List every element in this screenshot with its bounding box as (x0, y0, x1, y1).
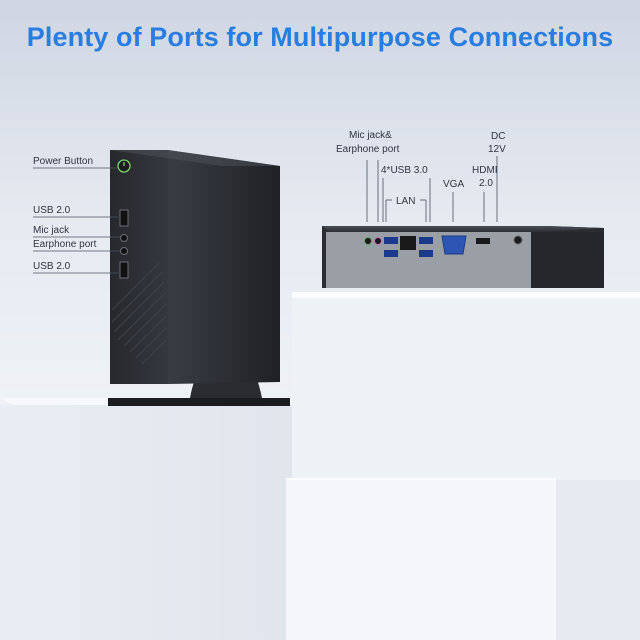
usb-port-icon (419, 237, 433, 244)
label-mic-jack-rear: Mic jack& (349, 130, 392, 141)
dc-jack-icon (513, 235, 523, 245)
label-usb3: 4*USB 3.0 (381, 165, 428, 176)
label-usb-top: USB 2.0 (33, 205, 71, 216)
usb-port-icon (384, 250, 398, 257)
label-usb-bottom: USB 2.0 (33, 261, 71, 272)
rear-annotation-lines (366, 156, 498, 222)
page-title: Plenty of Ports for Multipurpose Connect… (26, 22, 614, 52)
audio-jack-icon (120, 247, 128, 255)
lan-port-icon (400, 236, 416, 250)
label-power-button: Power Button (33, 156, 94, 167)
label-dc: DC (491, 131, 506, 142)
tower-pc (108, 150, 290, 406)
label-vga: VGA (443, 179, 465, 190)
usb-port-icon (384, 237, 398, 244)
usb-port-icon (419, 250, 433, 257)
left-annotation-lines (33, 167, 120, 274)
audio-jack-icon (364, 237, 372, 245)
power-icon (117, 159, 131, 173)
rear-pc (322, 226, 604, 288)
audio-jack-icon (374, 237, 382, 245)
usb-port-icon (119, 261, 129, 279)
label-hdmi: HDMI (472, 165, 498, 176)
label-earphone-port: Earphone port (33, 239, 97, 250)
hdmi-port-icon (476, 238, 490, 244)
pedestal-front (286, 478, 640, 640)
label-dc-voltage: 12V (488, 144, 506, 155)
label-earphone-port-rear: Earphone port (336, 144, 400, 155)
label-mic-jack: Mic jack (33, 225, 70, 236)
vga-port-icon (441, 235, 467, 255)
label-lan: LAN (396, 196, 416, 207)
label-hdmi-version: 2.0 (479, 178, 493, 189)
audio-jack-icon (120, 234, 128, 242)
usb-port-icon (119, 209, 129, 227)
